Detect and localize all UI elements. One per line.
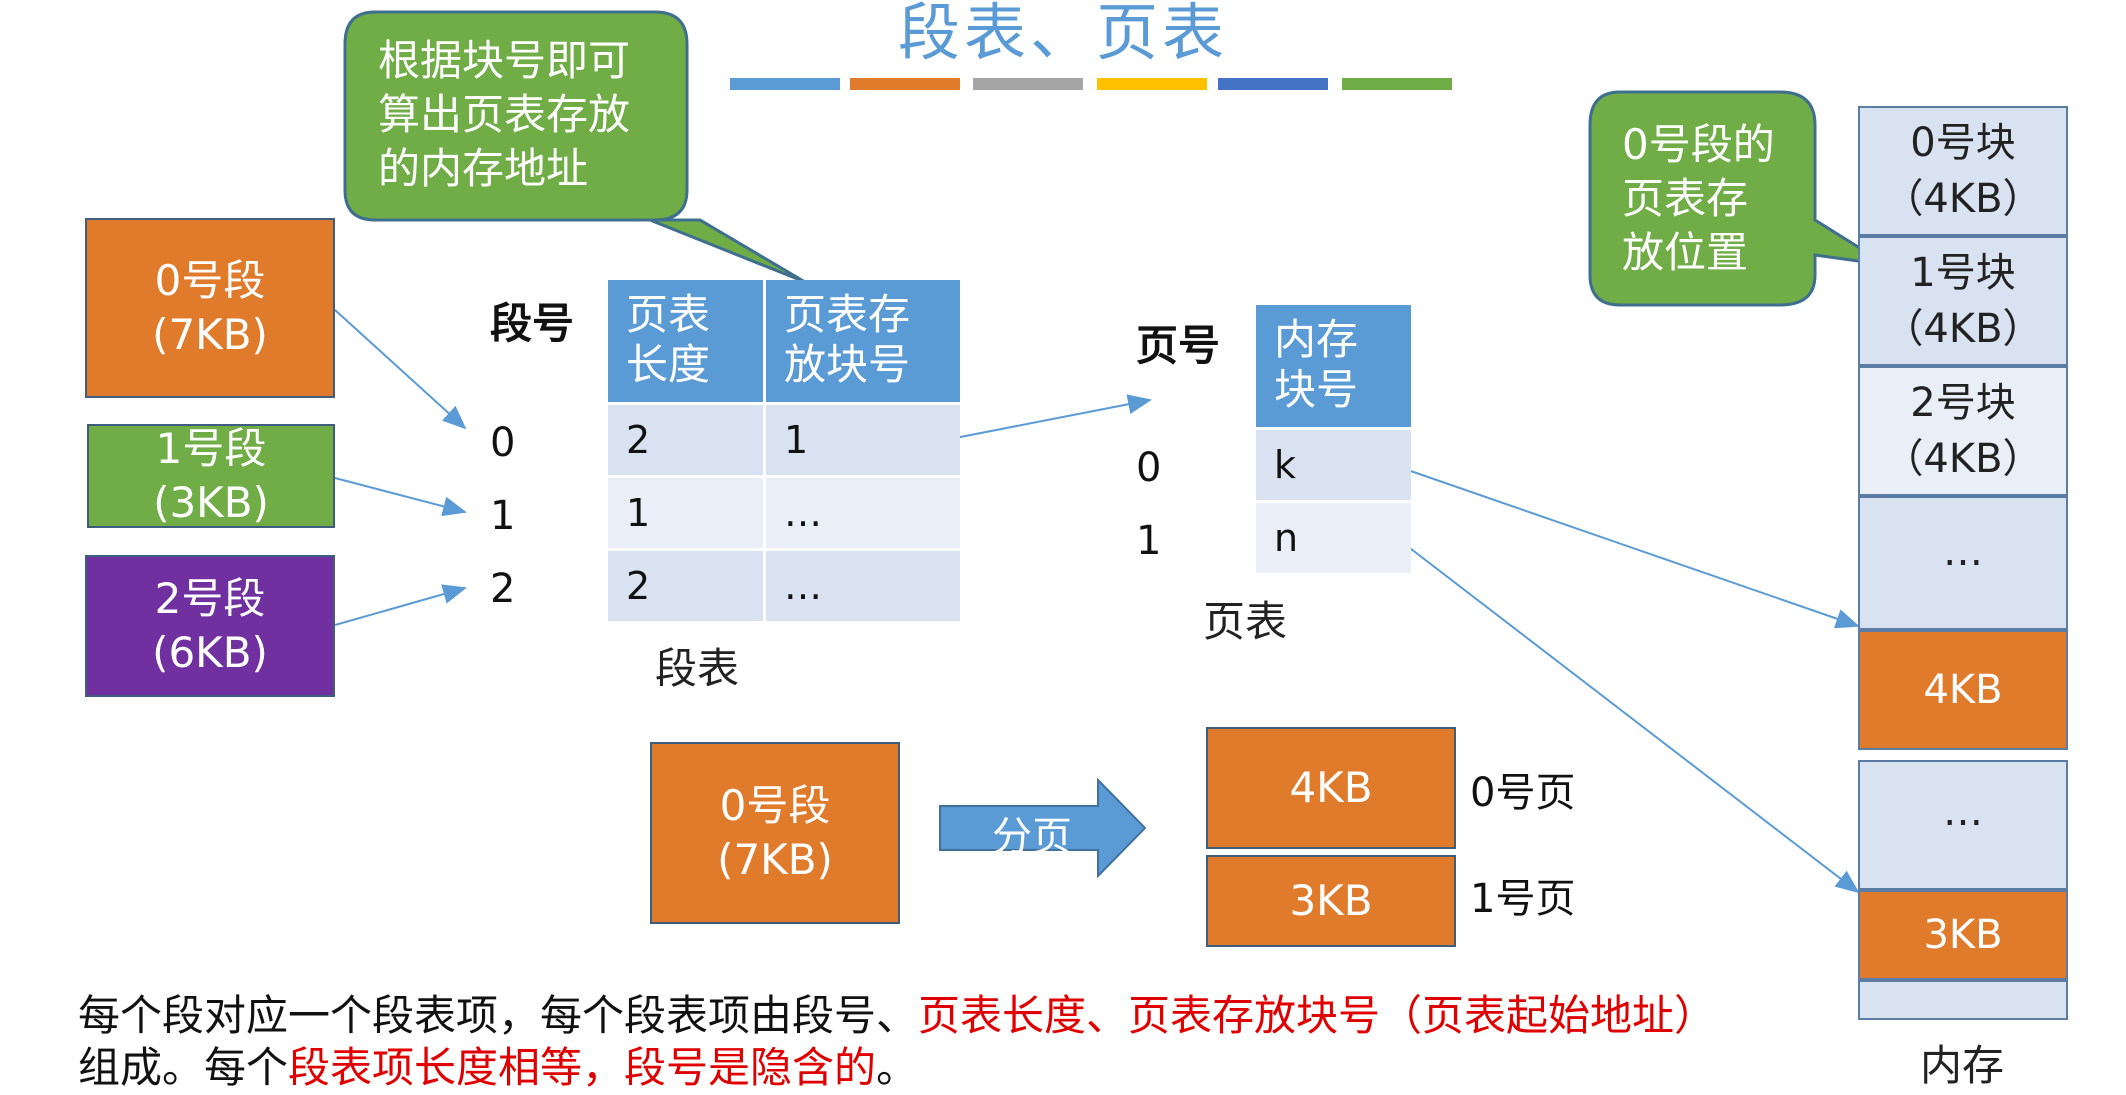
- memory-block-1-line2: （4KB）: [1883, 306, 2043, 352]
- memory-caption: 内存: [1920, 1041, 2005, 1090]
- page-header-line2: 块号: [1274, 365, 1359, 414]
- segment-number-2: 2: [490, 566, 516, 612]
- arrow-seg1: [334, 477, 467, 517]
- arrow-seg-to-page: [944, 394, 1152, 441]
- paging-arrow-shape: [939, 777, 1147, 879]
- accent-bar-darkblue: [1218, 78, 1328, 90]
- segment-number-1: 1: [490, 493, 516, 539]
- segment-row-1-block: …: [766, 478, 960, 548]
- page-header-line1: 内存: [1274, 315, 1359, 364]
- memory-block-ellipsis-1: …: [1858, 496, 2068, 630]
- note-part-3: 组成。每个: [78, 1043, 289, 1092]
- segment-0-size: (7KB): [152, 310, 268, 359]
- memory-block-1-line1: 1号块: [1910, 250, 2016, 296]
- segment-1-label: 1号段: [155, 424, 267, 473]
- memory-block-6-line1: 3KB: [1923, 912, 2003, 958]
- callout-left-line3: 的内存地址: [378, 144, 589, 193]
- memory-block-0: 0号块 （4KB）: [1858, 106, 2068, 236]
- page-1-box: 3KB: [1206, 855, 1456, 947]
- memory-block-5-line1: …: [1943, 789, 1983, 835]
- callout-right-shape: [1588, 90, 1888, 307]
- segment-0-label: 0号段: [154, 256, 266, 305]
- segment-number-0: 0: [490, 420, 516, 466]
- accent-bar-green: [1342, 78, 1452, 90]
- page-row-1-block: n: [1256, 503, 1411, 573]
- note-part-5: 。: [876, 1043, 919, 1092]
- memory-block-2: 2号块 （4KB）: [1858, 366, 2068, 496]
- memory-block-page0: 4KB: [1858, 630, 2068, 750]
- paging-segment-label: 0号段: [719, 781, 831, 830]
- segment-2-size: (6KB): [152, 628, 268, 677]
- header-block-line1: 页表存: [784, 290, 911, 339]
- segment-row-0-length: 2: [608, 405, 763, 475]
- note-part-2: 页表长度、页表存放块号（页表起始地址）: [918, 991, 1717, 1040]
- callout-right: 0号段的 页表存 放位置: [1622, 118, 1775, 280]
- page-1-label: 1号页: [1470, 876, 1576, 922]
- accent-bar-blue: [730, 78, 840, 90]
- callout-right-line3: 放位置: [1622, 228, 1749, 277]
- page-number-1: 1: [1136, 518, 1162, 564]
- page-table-header: 内存块号: [1256, 305, 1411, 427]
- segment-table-header-block: 页表存放块号: [766, 280, 960, 402]
- header-block-line2: 放块号: [784, 340, 911, 389]
- segment-number-header: 段号: [490, 299, 575, 348]
- memory-block-0-line1: 0号块: [1910, 120, 2016, 166]
- memory-block-ellipsis-2: …: [1858, 760, 2068, 890]
- page-1-size: 3KB: [1289, 876, 1373, 925]
- segment-row-2-block: …: [766, 551, 960, 621]
- segment-table-header-length: 页表长度: [608, 280, 763, 402]
- note-part-1: 每个段对应一个段表项，每个段表项由段号、: [78, 991, 919, 1040]
- paging-arrow-label: 分页: [992, 814, 1072, 860]
- explanation-note: 每个段对应一个段表项，每个段表项由段号、页表长度、页表存放块号（页表起始地址） 组…: [78, 990, 1738, 1094]
- segment-table-caption: 段表: [655, 644, 740, 693]
- memory-block-1: 1号块 （4KB）: [1858, 236, 2068, 366]
- callout-left-shape: [343, 10, 806, 284]
- arrow-seg0: [334, 309, 467, 430]
- memory-block-tail: [1858, 980, 2068, 1020]
- memory-block-4-line1: 4KB: [1923, 667, 2003, 713]
- arrow-page0-to-mem: [1401, 467, 1860, 629]
- callout-right-line1: 0号段的: [1622, 120, 1775, 169]
- callout-left-line2: 算出页表存放: [378, 90, 631, 139]
- callout-right-line2: 页表存: [1622, 174, 1749, 223]
- segment-2-box: 2号段 (6KB): [85, 555, 335, 697]
- accent-bar-gray: [973, 78, 1083, 90]
- page-number-header: 页号: [1136, 321, 1221, 370]
- page-table-caption: 页表: [1203, 597, 1288, 646]
- memory-block-3-line1: …: [1943, 529, 1983, 575]
- callout-left: 根据块号即可 算出页表存放 的内存地址: [378, 34, 630, 196]
- header-length-line1: 页表: [626, 290, 711, 339]
- memory-block-2-line1: 2号块: [1910, 380, 2016, 426]
- paging-segment-size: (7KB): [717, 835, 833, 884]
- segment-1-size: (3KB): [153, 478, 269, 527]
- page-title: 段表、页表: [897, 0, 1228, 69]
- memory-block-0-line2: （4KB）: [1883, 176, 2043, 222]
- page-0-size: 4KB: [1289, 763, 1373, 812]
- page-0-box: 4KB: [1206, 727, 1456, 849]
- segment-row-0-block: 1: [766, 405, 960, 475]
- page-number-0: 0: [1136, 445, 1162, 491]
- memory-block-2-line2: （4KB）: [1883, 436, 2043, 482]
- segment-row-1-length: 1: [608, 478, 763, 548]
- accent-bar-yellow: [1097, 78, 1207, 90]
- paging-segment-box: 0号段 (7KB): [650, 742, 900, 924]
- note-part-4: 段表项长度相等，段号是隐含的: [288, 1043, 877, 1092]
- arrow-seg2: [334, 584, 467, 626]
- memory-block-page1: 3KB: [1858, 890, 2068, 980]
- segment-2-label: 2号段: [154, 574, 266, 623]
- header-length-line2: 长度: [626, 340, 711, 389]
- segment-0-box: 0号段 (7KB): [85, 218, 335, 398]
- accent-bar-orange: [850, 78, 960, 90]
- page-row-0-block: k: [1256, 430, 1411, 500]
- page-0-label: 0号页: [1470, 770, 1576, 816]
- segment-row-2-length: 2: [608, 551, 763, 621]
- arrow-page1-to-mem: [1401, 541, 1860, 894]
- segment-1-box: 1号段 (3KB): [87, 424, 335, 528]
- callout-left-line1: 根据块号即可: [378, 36, 631, 85]
